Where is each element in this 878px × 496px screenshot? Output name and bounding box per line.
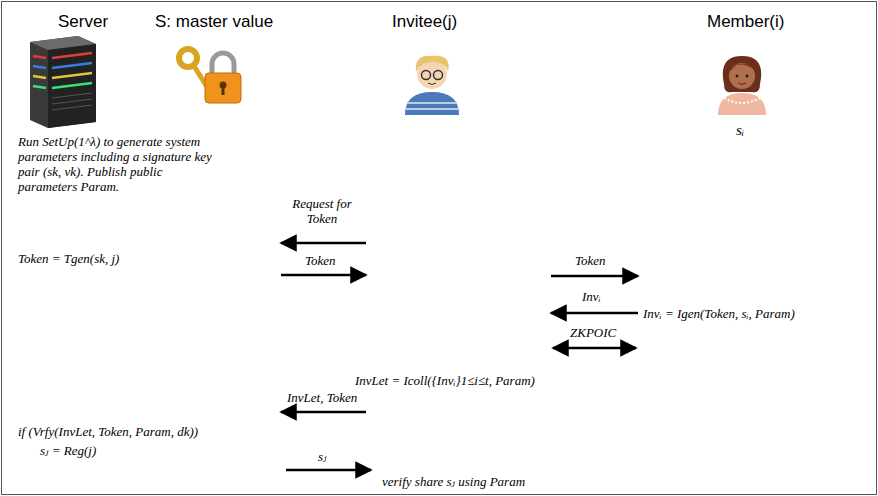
- setup-note: Run SetUp(1^λ) to generate system parame…: [18, 134, 218, 194]
- message-label: Request for Token: [276, 196, 368, 226]
- formula: InvLet = Icoll({Invᵢ}1≤i≤t, Param): [355, 373, 535, 388]
- note: verify share sⱼ using Param: [382, 474, 525, 489]
- message-label: Token: [575, 253, 606, 268]
- message-label: InvLet, Token: [287, 390, 357, 405]
- message-arrow: [281, 274, 366, 277]
- server-icon: [30, 36, 96, 128]
- formula: Token = Tgen(sk, j): [18, 251, 119, 266]
- participant-name: Member(i): [707, 12, 784, 32]
- message-arrow: [281, 411, 366, 414]
- participant-name: S: master value: [155, 12, 273, 32]
- formula: if (Vrfy(InvLet, Token, Param, dk)): [18, 424, 198, 439]
- formula: sⱼ = Reg(j): [40, 443, 96, 458]
- member-icon: [718, 56, 766, 115]
- message-arrow: [551, 312, 638, 315]
- message-label: Invᵢ: [582, 289, 601, 304]
- participant-name: Invitee(j): [392, 12, 457, 32]
- key-lock-icon: [179, 49, 241, 103]
- secret-share: sᵢ: [736, 123, 744, 138]
- message-arrow: [551, 275, 638, 278]
- message-arrow: [281, 242, 366, 245]
- message-label: ZKPOIC: [570, 325, 616, 340]
- message-arrow: [553, 347, 636, 350]
- formula: Invᵢ = Igen(Token, sᵢ, Param): [643, 306, 795, 321]
- invitee-icon: [405, 56, 459, 115]
- message-label: Token: [305, 253, 336, 268]
- message-label: sⱼ: [318, 449, 327, 464]
- participant-name: Server: [58, 12, 108, 32]
- message-arrow: [286, 469, 371, 472]
- message-arrows: [281, 243, 638, 470]
